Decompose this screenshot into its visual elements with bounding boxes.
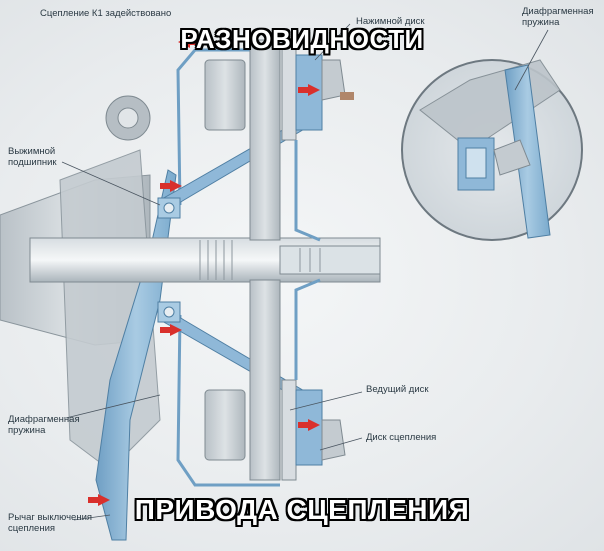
label-diaphragm-spring-inset-1: Диафрагменная [522,6,594,17]
label-drive-disc: Ведущий диск [366,384,429,395]
magnified-inset [401,59,583,241]
pressure-plate-lower [204,279,346,481]
label-release-lever-2: сцепления [8,523,56,534]
label-release-bearing-2: подшипник [8,157,57,168]
label-diaphragm-spring-left-2: пружина [8,425,46,436]
force-arrows [88,36,320,506]
title-top: РАЗНОВИДНОСТИ [180,24,424,54]
label-release-lever-1: Рычаг выключения [8,512,93,523]
label-clutch-disc: Диск сцепления [366,432,437,443]
pressure-plate-upper [204,39,354,241]
release-bearing [157,197,181,323]
input-shaft [29,237,381,283]
label-pressure-plate: Нажимной диск [356,16,425,27]
label-release-bearing-1: Выжимной [8,146,56,157]
label-diaphragm-spring-left-1: Диафрагменная [8,414,80,425]
title-bottom: ПРИВОДА СЦЕПЛЕНИЯ [134,494,470,525]
leader-lines [61,23,549,521]
clutch-cover [176,48,280,487]
label-diaphragm-spring-inset-2: пружина [522,17,560,28]
flywheel [294,140,321,380]
header-label: Сцепление К1 задействовано [40,8,172,19]
